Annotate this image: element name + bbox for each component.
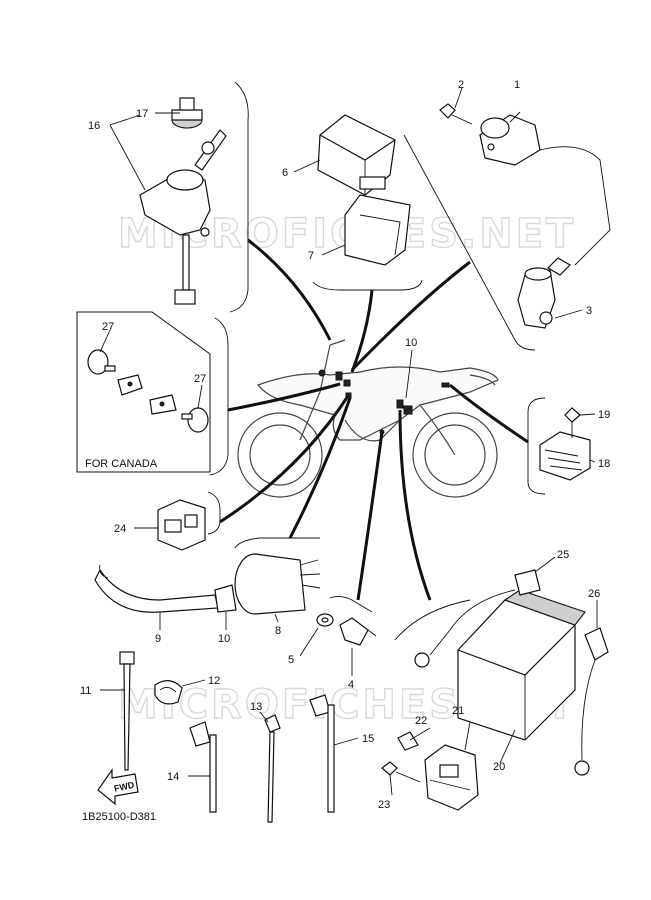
leader-13	[259, 711, 269, 723]
bolt-23-part	[381, 761, 421, 783]
spark-plug-cap-part	[517, 267, 556, 329]
cdi-rubber-part	[344, 194, 411, 266]
callout-5: 5	[288, 654, 294, 666]
callout-17: 17	[136, 108, 148, 120]
callout-8: 8	[275, 625, 281, 637]
leader-2	[454, 87, 463, 109]
neutral-switch-4-part	[339, 617, 377, 646]
bike-leader-lines	[219, 238, 529, 601]
callout-1: 1	[514, 79, 520, 91]
callout-23: 23	[378, 799, 390, 811]
battery-lead-26-part	[574, 627, 609, 776]
sub-harness-10-part	[214, 584, 237, 613]
battery-lead-25-part	[414, 569, 541, 668]
callout-27-lower: 27	[194, 373, 206, 385]
callout-24: 24	[114, 523, 126, 535]
callout-3: 3	[586, 305, 592, 317]
band-13-part	[264, 714, 281, 823]
callout-2: 2	[458, 79, 464, 91]
key-cap-part	[171, 97, 203, 129]
leader-22	[409, 727, 431, 741]
fwd-label: FWD	[113, 780, 136, 794]
group-boundaries	[207, 81, 546, 641]
battery-20-part	[457, 589, 586, 741]
leader-27b	[197, 384, 203, 409]
leader-12	[181, 679, 206, 687]
fwd-arrow: FWD	[97, 768, 139, 806]
leader-18	[589, 459, 596, 463]
motorcycle-outline	[237, 339, 499, 498]
callout-10-lower: 10	[218, 633, 230, 645]
starter-relay-21-part	[424, 744, 479, 811]
leader-6	[293, 159, 321, 173]
callout-21: 21	[452, 705, 464, 717]
leader-21	[464, 721, 471, 751]
leader-8	[274, 613, 279, 623]
leader-3	[554, 309, 583, 319]
callout-18: 18	[598, 458, 610, 470]
leader-25	[534, 556, 556, 573]
callout-19: 19	[598, 409, 610, 421]
wire-cover-8-part	[234, 553, 321, 615]
callout-14: 14	[167, 771, 179, 783]
ignition-coil-part	[479, 114, 611, 276]
callout-16: 16	[88, 120, 100, 132]
main-switch-part	[139, 129, 227, 305]
callout-7: 7	[308, 250, 314, 262]
leader-20	[499, 729, 516, 764]
callout-27-upper: 27	[102, 321, 114, 333]
leader-19	[579, 413, 596, 416]
cdi-unit-part	[317, 114, 396, 196]
callout-25: 25	[557, 549, 569, 561]
callout-20: 20	[493, 761, 505, 773]
callout-9: 9	[155, 633, 161, 645]
fuse-22-part	[397, 731, 419, 751]
clamp-12-part	[154, 680, 183, 705]
callout-22: 22	[415, 715, 427, 727]
relay-24-part	[157, 499, 206, 551]
band-11-part	[119, 651, 135, 771]
callout-13: 13	[250, 701, 262, 713]
washer-5-part	[316, 613, 334, 627]
callout-15: 15	[362, 733, 374, 745]
callout-numbers: 1 2 3 4 5 6 7 8 9 10 10 11 12 13 14 15 1…	[80, 79, 610, 811]
callout-11: 11	[80, 685, 91, 697]
holder-14-part	[189, 721, 217, 813]
leader-27a	[99, 329, 111, 353]
wire-harness-9-part	[94, 564, 219, 613]
diagram-code: 1B25100-D381	[82, 811, 156, 823]
bike-connector-marks	[318, 369, 450, 435]
bolt-2-part	[439, 103, 473, 125]
leader-7	[321, 244, 346, 256]
canada-inset: FOR CANADA	[76, 311, 211, 473]
canada-label: FOR CANADA	[85, 458, 158, 470]
leader-16	[109, 114, 146, 191]
holder-15-part	[309, 694, 335, 813]
leader-23	[389, 774, 393, 796]
leader-5	[299, 627, 319, 657]
leader-10-upper	[405, 349, 413, 399]
callout-12: 12	[208, 675, 220, 687]
leader-15	[333, 737, 359, 746]
rectifier-regulator-part	[539, 431, 591, 481]
leader-1	[509, 111, 521, 123]
callout-6: 6	[282, 167, 288, 179]
callout-26: 26	[588, 588, 600, 600]
callout-4: 4	[348, 679, 354, 691]
callout-10-upper: 10	[405, 337, 417, 349]
